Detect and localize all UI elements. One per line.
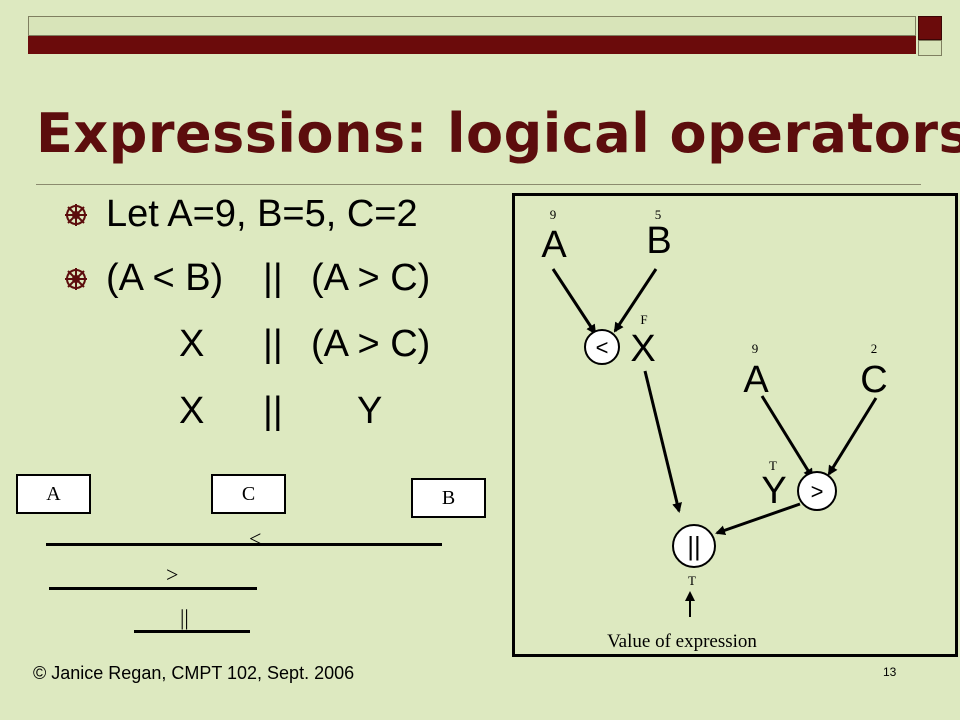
wheel-bullet-icon	[65, 204, 87, 226]
a2-label: A	[743, 359, 769, 401]
edge-y-to-or	[715, 502, 801, 536]
order-line-gt	[49, 587, 257, 590]
header-bar-dark	[28, 36, 916, 54]
a2-value: 9	[752, 341, 759, 356]
edge-a1-to-lt	[551, 268, 597, 335]
expr-left: (A < B)	[106, 257, 224, 299]
order-op-or: ||	[180, 605, 189, 630]
step2-x: X	[179, 323, 205, 365]
y-value: T	[769, 458, 777, 473]
or-operator: ||	[687, 531, 701, 561]
lt-operator: <	[596, 335, 609, 360]
order-box-b: B	[411, 478, 486, 518]
step3-y: Y	[357, 390, 383, 432]
a1-label: A	[541, 224, 567, 266]
expression-tree-svg: 9 5 F 9 2 T T A B X A C Y < > || Value o…	[541, 207, 887, 652]
order-box-c: C	[211, 474, 286, 514]
step3-x: X	[179, 390, 205, 432]
x-label: X	[630, 328, 655, 370]
slide-title: Expressions: logical operators	[36, 102, 960, 165]
expr-right: (A > C)	[311, 257, 431, 299]
b-label: B	[646, 220, 671, 262]
c-value: 2	[871, 341, 878, 356]
page-number: 13	[883, 665, 897, 679]
x-value: F	[640, 312, 647, 327]
b-value: 5	[655, 207, 662, 222]
order-line-lt	[46, 543, 442, 546]
a1-value: 9	[550, 207, 557, 222]
edge-x-to-or	[643, 370, 682, 513]
corner-square-dark	[918, 16, 942, 40]
footer-credit: © Janice Regan, CMPT 102, Sept. 2006	[33, 663, 355, 683]
corner-square-light	[918, 40, 942, 56]
edge-a2-to-gt	[760, 395, 814, 479]
order-line-or	[134, 630, 250, 633]
step2-right: (A > C)	[311, 323, 431, 365]
or-operator-circle	[672, 524, 716, 568]
step2-or: ||	[263, 323, 283, 365]
gt-operator: >	[811, 479, 824, 504]
tree-caption: Value of expression	[607, 631, 757, 652]
order-op-gt: >	[166, 562, 179, 587]
y-label: Y	[761, 470, 786, 512]
order-op-lt: <	[249, 526, 262, 551]
step3-or: ||	[263, 390, 283, 432]
order-box-a: A	[16, 474, 91, 514]
header-bar-light	[28, 16, 916, 36]
c-label: C	[860, 359, 887, 401]
expression-tree-frame	[512, 193, 958, 657]
title-divider	[36, 184, 921, 185]
lt-operator-circle	[584, 329, 620, 365]
wheel-bullet-icon	[65, 268, 87, 290]
expr-or: ||	[263, 257, 283, 299]
gt-operator-circle	[797, 471, 837, 511]
let-line: Let A=9, B=5, C=2	[106, 193, 418, 235]
or-value: T	[688, 573, 696, 588]
edge-c-to-gt	[827, 397, 878, 476]
edge-b-to-lt	[613, 268, 658, 333]
